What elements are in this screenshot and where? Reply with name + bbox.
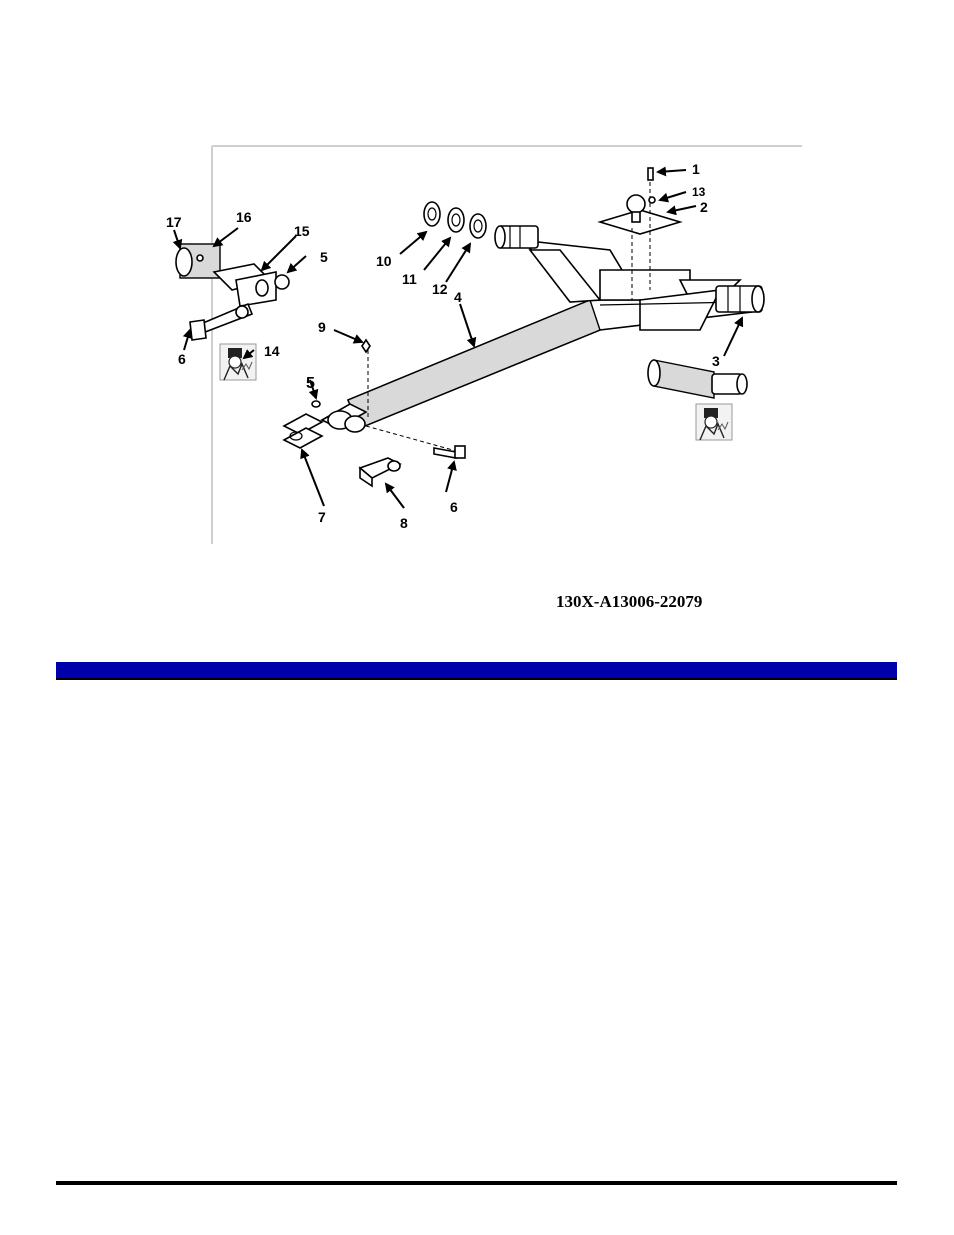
bracket-part <box>358 457 402 488</box>
callout-6-lower: 6 <box>450 499 458 515</box>
callout-14: 14 <box>264 343 280 359</box>
section-header-bar <box>56 662 897 680</box>
washer-stack <box>423 201 487 239</box>
callout-labels: 1 13 2 3 4 5 5 6 6 7 8 9 10 11 12 14 15 … <box>166 161 720 531</box>
clevis-part <box>282 400 324 449</box>
callout-2: 2 <box>700 199 708 215</box>
callout-17: 17 <box>166 214 182 230</box>
coupler-ball-plate <box>597 167 683 300</box>
scan-frame <box>211 145 802 544</box>
callout-16: 16 <box>236 209 252 225</box>
tongue-clevis-end <box>320 338 461 453</box>
callout-5-upper: 5 <box>320 249 328 265</box>
upper-spindle <box>494 225 539 249</box>
callout-13: 13 <box>692 185 706 199</box>
callout-3: 3 <box>712 353 720 369</box>
callout-11: 11 <box>402 271 417 287</box>
callout-12: 12 <box>432 281 448 297</box>
figure-code: 130X-A13006-22079 <box>556 592 703 611</box>
callout-10: 10 <box>376 253 392 269</box>
callout-4: 4 <box>454 289 462 305</box>
callout-6-upper: 6 <box>178 351 186 367</box>
spare-spindle <box>647 359 748 399</box>
welding-required-icon <box>219 343 257 381</box>
callout-9: 9 <box>318 319 326 335</box>
callout-5-lower: 5 <box>306 375 315 392</box>
right-spindle <box>715 285 765 313</box>
welding-required-icon <box>695 403 733 441</box>
hitch-assembly <box>175 243 290 341</box>
exploded-parts-diagram: 1 13 2 3 4 5 5 6 6 7 8 9 10 11 12 14 15 … <box>166 145 802 544</box>
a-frame-tongue <box>346 238 762 430</box>
callout-8: 8 <box>400 515 408 531</box>
callout-7: 7 <box>318 509 326 525</box>
callout-1: 1 <box>692 161 700 177</box>
callout-arrows <box>172 166 744 509</box>
footer-rule <box>56 1181 897 1185</box>
lower-pin <box>433 445 466 459</box>
callout-15: 15 <box>294 223 310 239</box>
